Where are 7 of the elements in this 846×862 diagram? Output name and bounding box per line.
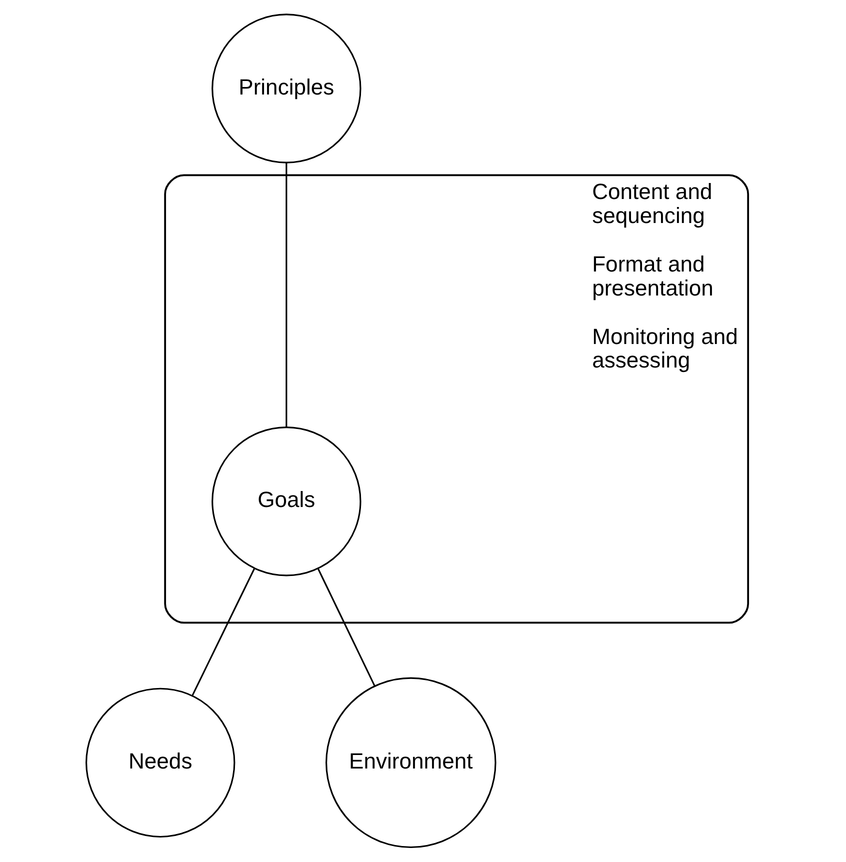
connector bbox=[285, 162, 287, 427]
connector bbox=[191, 568, 254, 696]
node-circle: Principles bbox=[211, 14, 361, 164]
node-circle: Goals bbox=[211, 426, 361, 576]
connector bbox=[316, 568, 375, 686]
node-circle: Needs bbox=[85, 688, 235, 838]
node-circle: Environment bbox=[325, 677, 496, 848]
